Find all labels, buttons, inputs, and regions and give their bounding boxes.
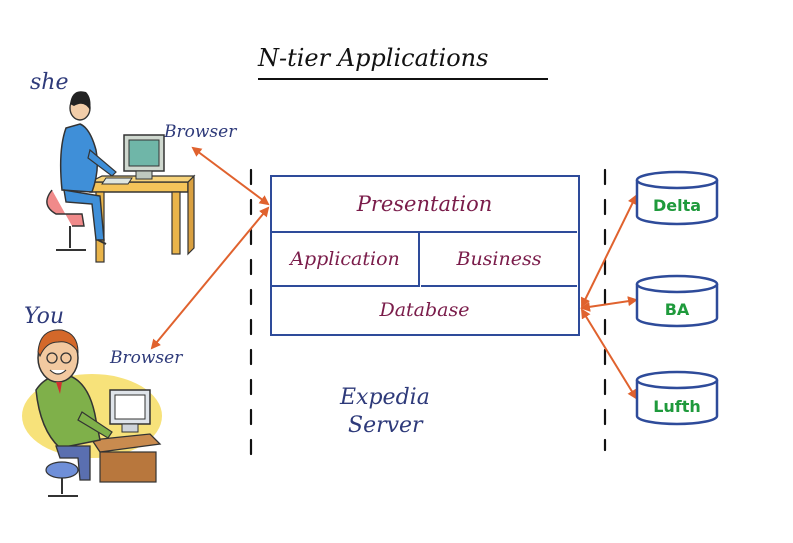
server-label: Expedia Server — [340, 384, 430, 440]
woman-at-computer-icon — [46, 91, 196, 263]
database-layer: Database — [379, 299, 470, 321]
server-tier-stack: Presentation Application Business Databa… — [270, 175, 580, 336]
title-underline — [258, 78, 548, 80]
server-boundary — [249, 168, 607, 464]
she-label: she — [30, 70, 69, 95]
database-label-ba: BA — [664, 300, 690, 319]
diagram-title: N-tier Applications — [258, 44, 489, 72]
she-to-presentation-arrow — [191, 146, 270, 206]
database-to-lufth-arrow — [580, 308, 638, 400]
server-label-line2: Server — [348, 413, 423, 438]
database-to-delta-arrow — [581, 194, 637, 308]
database-to-ba-arrow — [580, 296, 638, 312]
connection-arrows — [150, 146, 638, 400]
you-browser-label: Browser — [110, 348, 183, 368]
database-cylinder-icon — [635, 274, 719, 328]
server-label-line1: Expedia — [340, 385, 430, 410]
she-browser-label: Browser — [164, 122, 237, 142]
presentation-layer: Presentation — [272, 177, 577, 233]
database-label-lufth: Lufth — [653, 397, 701, 416]
database-label-delta: Delta — [652, 196, 702, 215]
you-to-presentation-arrow — [150, 206, 270, 350]
business-layer: Business — [421, 233, 577, 287]
database-cylinder-icon — [635, 170, 719, 226]
database-cylinder-icon — [635, 370, 719, 426]
man-at-computer-icon — [22, 329, 162, 497]
application-layer: Application — [272, 233, 420, 287]
you-label: You — [24, 304, 65, 329]
